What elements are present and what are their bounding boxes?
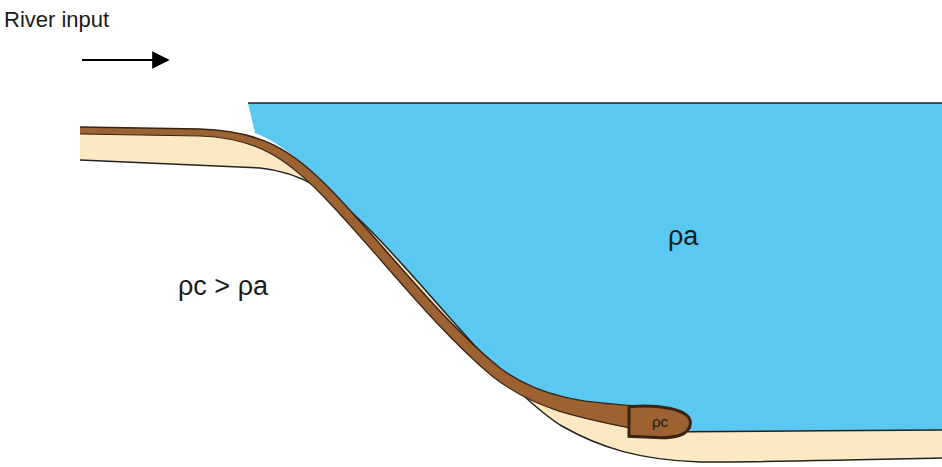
river-arrow <box>82 59 168 61</box>
current-head-outline <box>629 406 690 438</box>
density-current-outline <box>80 127 640 406</box>
water-body <box>248 103 942 432</box>
density-label: ρc <box>629 414 691 431</box>
input-label: River input <box>4 8 109 32</box>
current-head: ρc <box>629 405 691 439</box>
sediment-base-line <box>80 160 942 462</box>
sediment-top-line <box>650 430 942 432</box>
density-current-band <box>80 127 650 432</box>
density-label: ρa <box>668 222 698 252</box>
density-current-base <box>80 134 640 430</box>
density-label: ρc > ρa <box>178 272 268 302</box>
water-surface <box>248 102 942 104</box>
sediment-layer <box>80 134 942 462</box>
